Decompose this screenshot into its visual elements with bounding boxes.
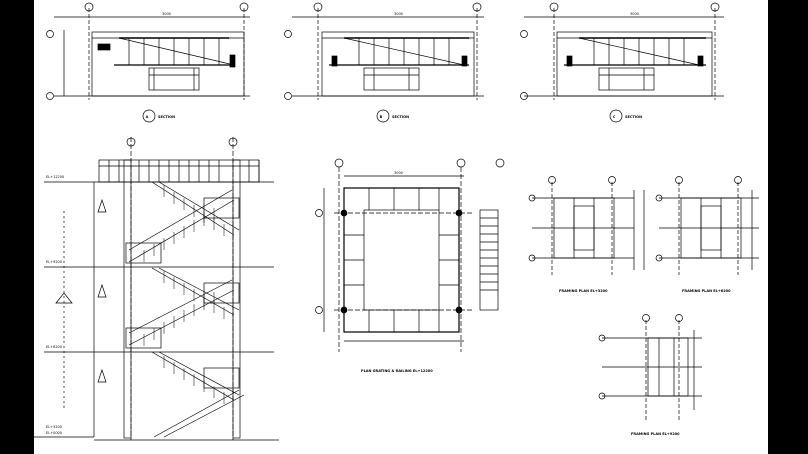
dim-label-b: 3000 (394, 12, 403, 16)
drawing-sheet: A SECTION B SECTION C SECTION PLAN GRATI… (34, 0, 768, 454)
level-label-3: EL+6200 (46, 345, 62, 349)
level-label-2: EL+9200 (46, 260, 62, 264)
section-c-elevation (520, 2, 724, 123)
section-b-marker: B (380, 115, 383, 119)
section-b-elevation (284, 2, 484, 123)
framing-plan-3 (598, 314, 702, 420)
section-a-marker: A (146, 115, 149, 119)
level-label-5: EL+0000 (46, 431, 62, 435)
dim-label-a: 3000 (162, 12, 171, 16)
plan-grating-title: PLAN GRATING & RAILING EL+12200 (361, 369, 433, 373)
section-c-marker: C (613, 115, 616, 119)
framing-plan-1 (528, 176, 645, 275)
dim-label-c: 3000 (630, 12, 639, 16)
section-c-title: SECTION (625, 115, 642, 119)
plan-grating-railing (315, 158, 505, 352)
stair-elevation (34, 137, 279, 441)
dim-label-plan: 3000 (394, 171, 403, 175)
level-label-1: EL+12200 (46, 175, 64, 179)
framing-plan-2 (655, 176, 759, 275)
section-b-title: SECTION (392, 115, 409, 119)
framing-plan-2-title: FRAMING PLAN EL+6200 (682, 289, 731, 293)
section-a-title: SECTION (158, 115, 175, 119)
section-a-elevation (46, 2, 250, 123)
framing-plan-1-title: FRAMING PLAN EL+3200 (559, 289, 608, 293)
level-label-4: EL+3200 (46, 425, 62, 429)
staircase-drawing: A SECTION B SECTION C SECTION PLAN GRATI… (34, 2, 759, 441)
framing-plan-3-title: FRAMING PLAN EL+9200 (631, 432, 680, 436)
